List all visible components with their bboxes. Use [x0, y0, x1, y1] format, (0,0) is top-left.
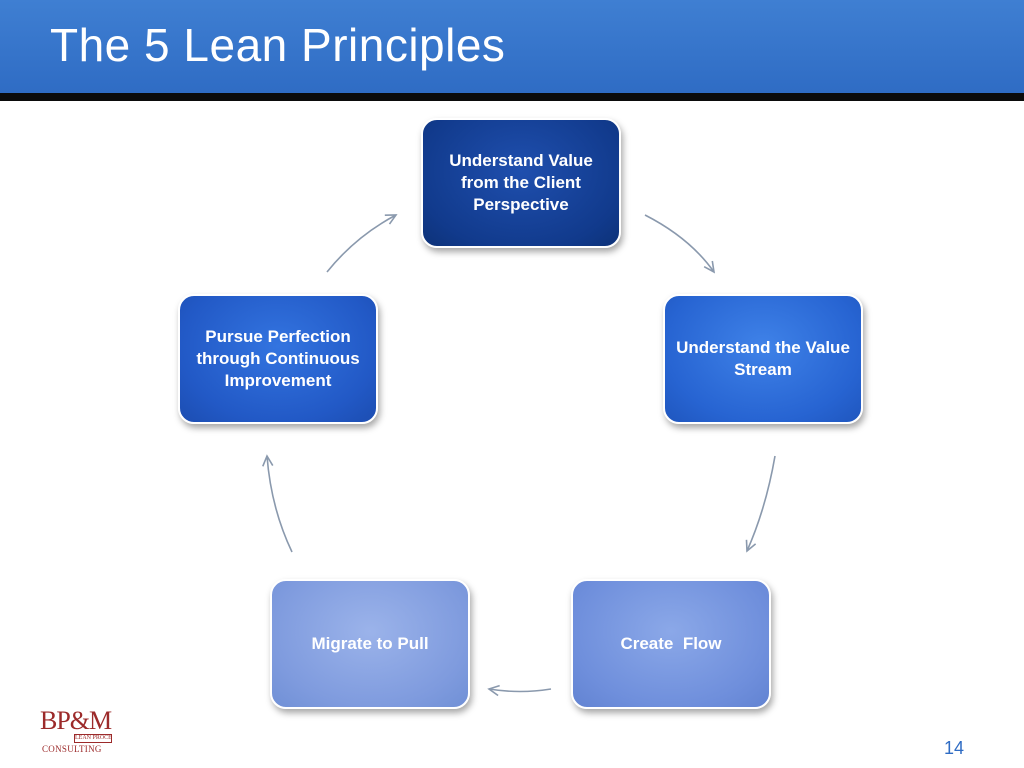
step-pursue-perfection: Pursue Perfection through Continuous Imp… — [178, 294, 378, 424]
step-migrate-to-pull: Migrate to Pull — [270, 579, 470, 709]
arrow-step1-to-step2 — [644, 214, 716, 274]
logo-subtitle: CONSULTING — [42, 744, 102, 754]
arrow-step5-to-step1 — [326, 214, 398, 273]
logo-tagline-box: LEAN PROCESS — [74, 734, 112, 743]
logo-wordmark: BP&M — [40, 706, 112, 735]
arrow-step4-to-step5 — [262, 454, 293, 553]
slide-title: The 5 Lean Principles — [50, 19, 506, 71]
arrow-step2-to-step3 — [745, 455, 776, 553]
title-divider — [0, 93, 1024, 101]
step-label: Understand the Value Stream — [676, 338, 850, 379]
step-understand-value: Understand Value from the Client Perspec… — [421, 118, 621, 248]
step-label: Create Flow — [620, 634, 722, 653]
step-label: Pursue Perfection through Continuous Imp… — [196, 327, 360, 390]
title-bar: The 5 Lean Principles — [0, 0, 1024, 93]
company-logo: BP&M LEAN PROCESS CONSULTING — [40, 707, 116, 755]
step-label: Migrate to Pull — [311, 634, 429, 653]
arrow-step3-to-step4 — [487, 684, 552, 697]
step-label: Understand Value from the Client Perspec… — [449, 151, 593, 214]
step-create-flow: Create Flow — [571, 579, 771, 709]
step-value-stream: Understand the Value Stream — [663, 294, 863, 424]
page-number: 14 — [944, 738, 965, 758]
